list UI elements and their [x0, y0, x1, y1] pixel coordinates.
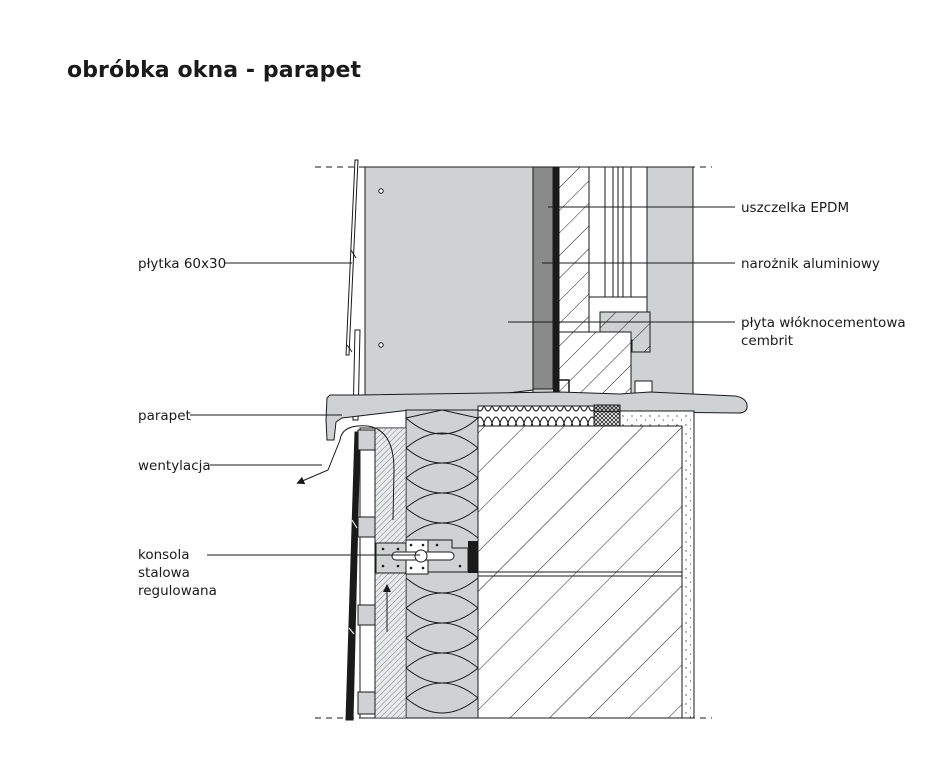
insulation-pattern — [405, 409, 479, 714]
label-board-line1: płyta włóknocementowa — [741, 315, 906, 331]
sill-under-seal — [593, 404, 621, 428]
label-gasket: uszczelka EPDM — [741, 200, 849, 216]
label-board-line2: cembrit — [741, 333, 793, 349]
label-corner: narożnik aluminiowy — [741, 256, 880, 272]
board-fixing-top — [378, 188, 384, 194]
label-tile: płytka 60x30 — [138, 256, 226, 272]
board-fixing-bottom — [378, 342, 384, 348]
label-bracket-line2: stalowa — [138, 565, 190, 581]
label-sill: parapet — [138, 408, 191, 424]
epdm-gasket — [532, 166, 554, 390]
label-bracket-line3: regulowana — [138, 583, 217, 599]
label-ventilation: wentylacja — [138, 458, 211, 474]
label-bracket-line1: konsola — [138, 547, 189, 563]
page-title: obróbka okna - parapet — [67, 58, 362, 83]
facade-tile-upper — [345, 159, 359, 356]
fiber-cement-board — [364, 166, 534, 411]
vertical-rail — [359, 427, 376, 719]
steel-bracket — [375, 539, 478, 575]
ventilation-arrow-upper — [296, 425, 395, 521]
facade-tile-lower — [345, 431, 361, 721]
aluminium-corner — [553, 167, 559, 392]
window-sill — [325, 391, 748, 441]
